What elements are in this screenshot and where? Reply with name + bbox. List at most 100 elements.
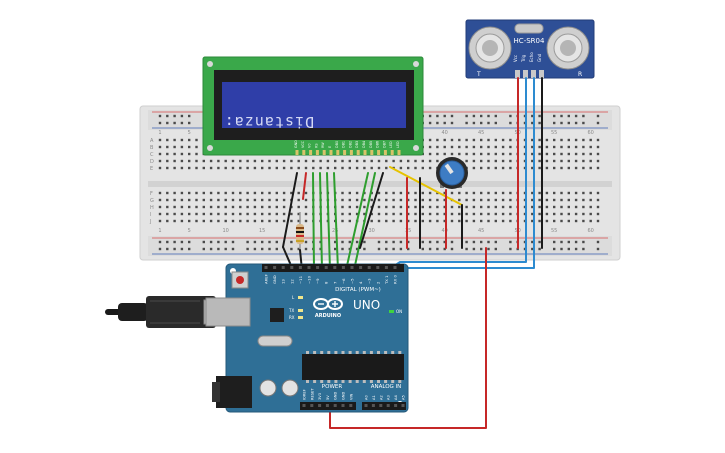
ic-leg xyxy=(320,380,324,383)
digital-pin xyxy=(290,266,294,269)
power-pin xyxy=(341,404,345,407)
lcd-pin-label: DB3 xyxy=(355,141,359,148)
on-led-label: ON xyxy=(396,309,402,314)
breadboard-bottom-number: 1 xyxy=(158,228,161,234)
analog-pin-label: A0 xyxy=(365,395,369,400)
lcd-pin-label: DB5 xyxy=(369,141,373,148)
digital-pin xyxy=(307,266,311,269)
digital-pin-label: GND xyxy=(272,275,277,284)
uno-label: UNO xyxy=(353,298,380,312)
digital-pin xyxy=(384,266,388,269)
lcd-pin xyxy=(370,150,374,155)
breadboard-row-letter: D xyxy=(150,159,154,165)
digital-pin-label: TX 1 xyxy=(384,275,389,285)
ic-leg xyxy=(384,351,388,354)
ic-leg xyxy=(355,380,359,383)
digital-pin xyxy=(316,266,320,269)
digital-pin-label: ~10 xyxy=(307,275,312,284)
breadboard-bottom-number: 15 xyxy=(259,228,265,234)
breadboard-top-number: 55 xyxy=(551,130,557,136)
breadboard-row-letter: F xyxy=(150,191,153,197)
analog-pin-label: A4 xyxy=(394,395,398,400)
lcd-pin-label: DB6 xyxy=(376,141,380,148)
digital-pin xyxy=(333,266,337,269)
sensor-pin-vcc: Vcc xyxy=(513,55,518,62)
breadboard-bottom-number: 45 xyxy=(478,228,484,234)
digital-pin xyxy=(273,266,277,269)
lcd-pin-label: RW xyxy=(321,142,325,148)
power-pin-label: GND xyxy=(334,392,338,400)
ic-leg xyxy=(391,351,395,354)
lcd-pin-label: LED xyxy=(389,141,393,148)
analog-pin xyxy=(364,404,368,407)
ic-leg xyxy=(355,351,359,354)
analog-pin xyxy=(379,404,383,407)
lcd-pin xyxy=(302,150,306,155)
lcd-screen xyxy=(222,82,406,128)
ic-leg xyxy=(369,351,373,354)
digital-pin-label: AREF xyxy=(264,274,269,284)
power-pin xyxy=(349,404,353,407)
power-pin-label: GND xyxy=(342,392,346,400)
ic-leg xyxy=(327,380,331,383)
analog-pin-label: A5 xyxy=(402,395,406,400)
lcd-pin-label: DB1 xyxy=(342,141,346,148)
digital-pin xyxy=(367,266,371,269)
power-pin xyxy=(302,404,306,407)
lcd-pin xyxy=(377,150,381,155)
lcd-pin-label: V0 xyxy=(308,144,312,148)
lcd-pin-label: E xyxy=(328,146,332,148)
digital-pin-label: ~5 xyxy=(350,278,355,284)
lcd-pin xyxy=(383,150,387,155)
ic-leg xyxy=(348,351,352,354)
lcd-pin-label: RS xyxy=(314,143,318,148)
ic-leg xyxy=(313,351,317,354)
lcd-pin-label: DB7 xyxy=(382,141,386,148)
led-tx-label: TX xyxy=(288,308,294,313)
ic-leg xyxy=(377,380,380,383)
sensor-pin-gnd: Gnd xyxy=(537,53,542,62)
analog-pin xyxy=(386,404,390,407)
ic-leg xyxy=(369,380,373,383)
breadboard-row-letter: G xyxy=(150,198,154,204)
arduino-brand: ARDUINO xyxy=(315,313,341,319)
lcd-pin xyxy=(349,150,353,155)
lcd-pin-label: DB0 xyxy=(335,141,339,148)
lcd-pin xyxy=(322,150,326,155)
ic-leg xyxy=(334,380,338,383)
lcd-pin-label: VCC xyxy=(301,140,305,148)
ic-leg xyxy=(391,380,395,383)
breadboard-top-number: 5 xyxy=(188,130,191,136)
lcd-pin xyxy=(309,150,313,155)
breadboard-top-number: 45 xyxy=(478,130,484,136)
reset-button-icon xyxy=(236,276,244,284)
ic-leg xyxy=(306,351,309,354)
ic-legs xyxy=(306,351,402,383)
breadboard-top-number: 60 xyxy=(588,130,594,136)
breadboard-bottom-number: 55 xyxy=(551,228,557,234)
sensor-pin-echo: Echo xyxy=(529,52,534,62)
breadboard-top-number: 40 xyxy=(442,130,448,136)
breadboard-bottom-number: 5 xyxy=(188,228,191,234)
lcd-pin xyxy=(363,150,367,155)
breadboard-bottom-number: 30 xyxy=(369,228,375,234)
breadboard-row-letter: E xyxy=(150,166,153,172)
digital-pin-label: ~3 xyxy=(367,278,372,284)
lcd-pin xyxy=(295,150,299,155)
ic-leg xyxy=(377,351,380,354)
breadboard-row-letter: J xyxy=(149,219,151,225)
lcd-pin xyxy=(390,150,394,155)
power-label: POWER xyxy=(322,384,343,390)
ic-leg xyxy=(362,380,366,383)
analog-pin-label: A2 xyxy=(379,395,383,400)
sensor-pin-trig: Trig xyxy=(521,54,526,63)
digital-pin xyxy=(393,266,397,269)
lcd-pin xyxy=(343,150,347,155)
breadboard-row-letter: C xyxy=(150,152,154,158)
breadboard-bottom-number: 60 xyxy=(588,228,594,234)
analog-pin xyxy=(371,404,375,407)
